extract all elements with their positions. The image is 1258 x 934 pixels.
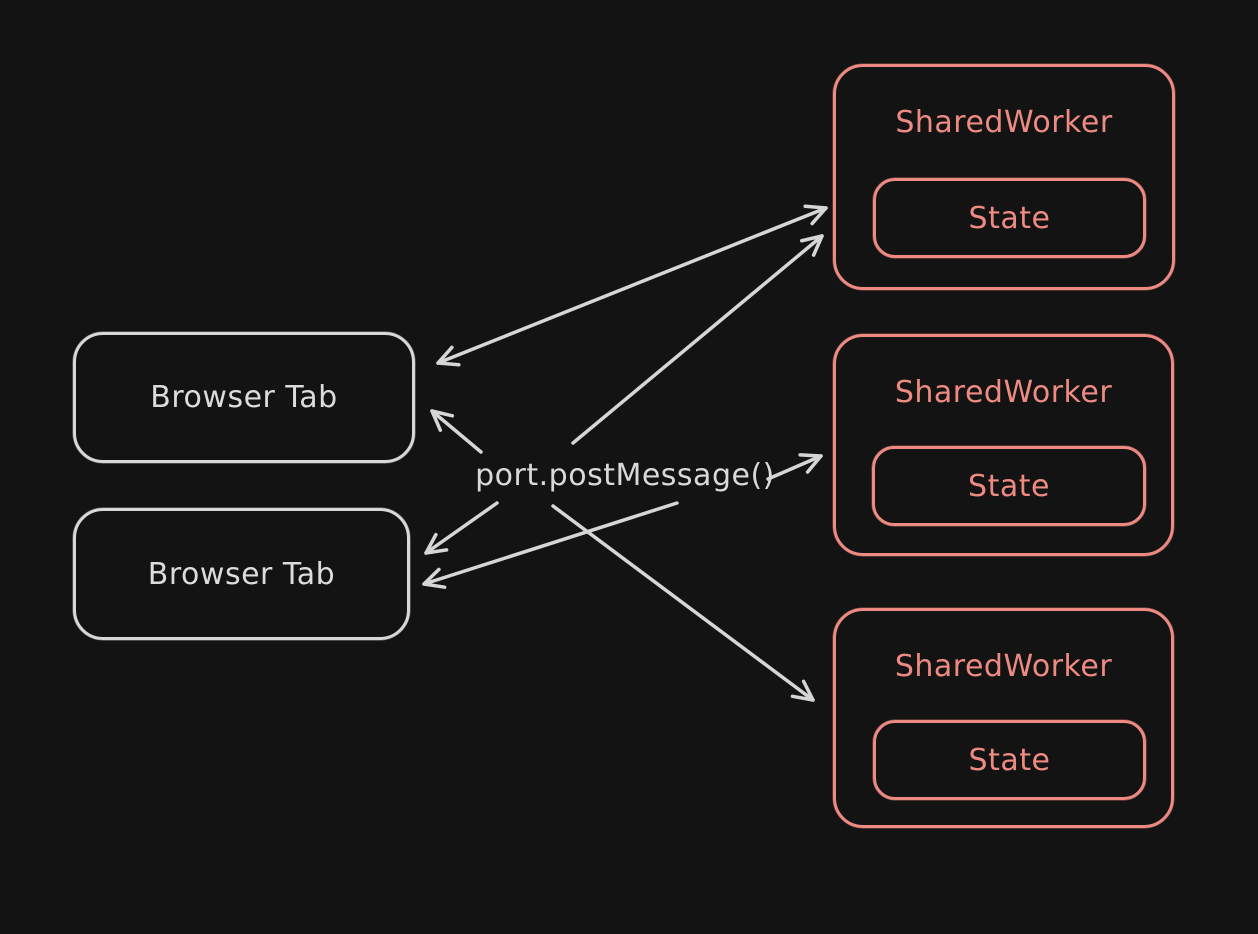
browser-tab-2-label: Browser Tab [147, 556, 336, 592]
browser-tab-1-label: Browser Tab [150, 380, 338, 415]
shared-worker-3-box: SharedWorker State [833, 608, 1174, 828]
browser-tab-1-box: Browser Tab [73, 332, 415, 463]
shared-worker-3-label: SharedWorker [894, 649, 1113, 684]
shared-worker-3-state-label: State [968, 742, 1051, 778]
shared-worker-2-state-box: State [872, 446, 1146, 526]
shared-worker-2-box: SharedWorker State [833, 334, 1174, 556]
arrow-center-to-browser-tab-2-upper [424, 501, 499, 555]
shared-worker-2-state-label: State [968, 468, 1050, 504]
shared-worker-1-state-box: State [873, 178, 1146, 258]
arrow-center-to-shared-worker-3 [551, 504, 815, 702]
shared-worker-1-state-label: State [968, 200, 1051, 236]
port-postmessage-label: port.postMessage() [475, 458, 775, 493]
browser-tab-2-box: Browser Tab [73, 508, 410, 640]
shared-worker-1-label: SharedWorker [895, 105, 1113, 140]
arrow-center-to-browser-tab-2-lower [422, 501, 679, 589]
arrow-browser-tab-1-shared-worker-1 [436, 204, 828, 367]
shared-worker-2-label: SharedWorker [894, 375, 1113, 410]
shared-worker-3-state-box: State [873, 720, 1146, 800]
arrow-center-to-browser-tab-1 [430, 409, 483, 454]
shared-worker-1-box: SharedWorker State [833, 64, 1175, 290]
arrow-center-to-shared-worker-1 [571, 234, 824, 445]
